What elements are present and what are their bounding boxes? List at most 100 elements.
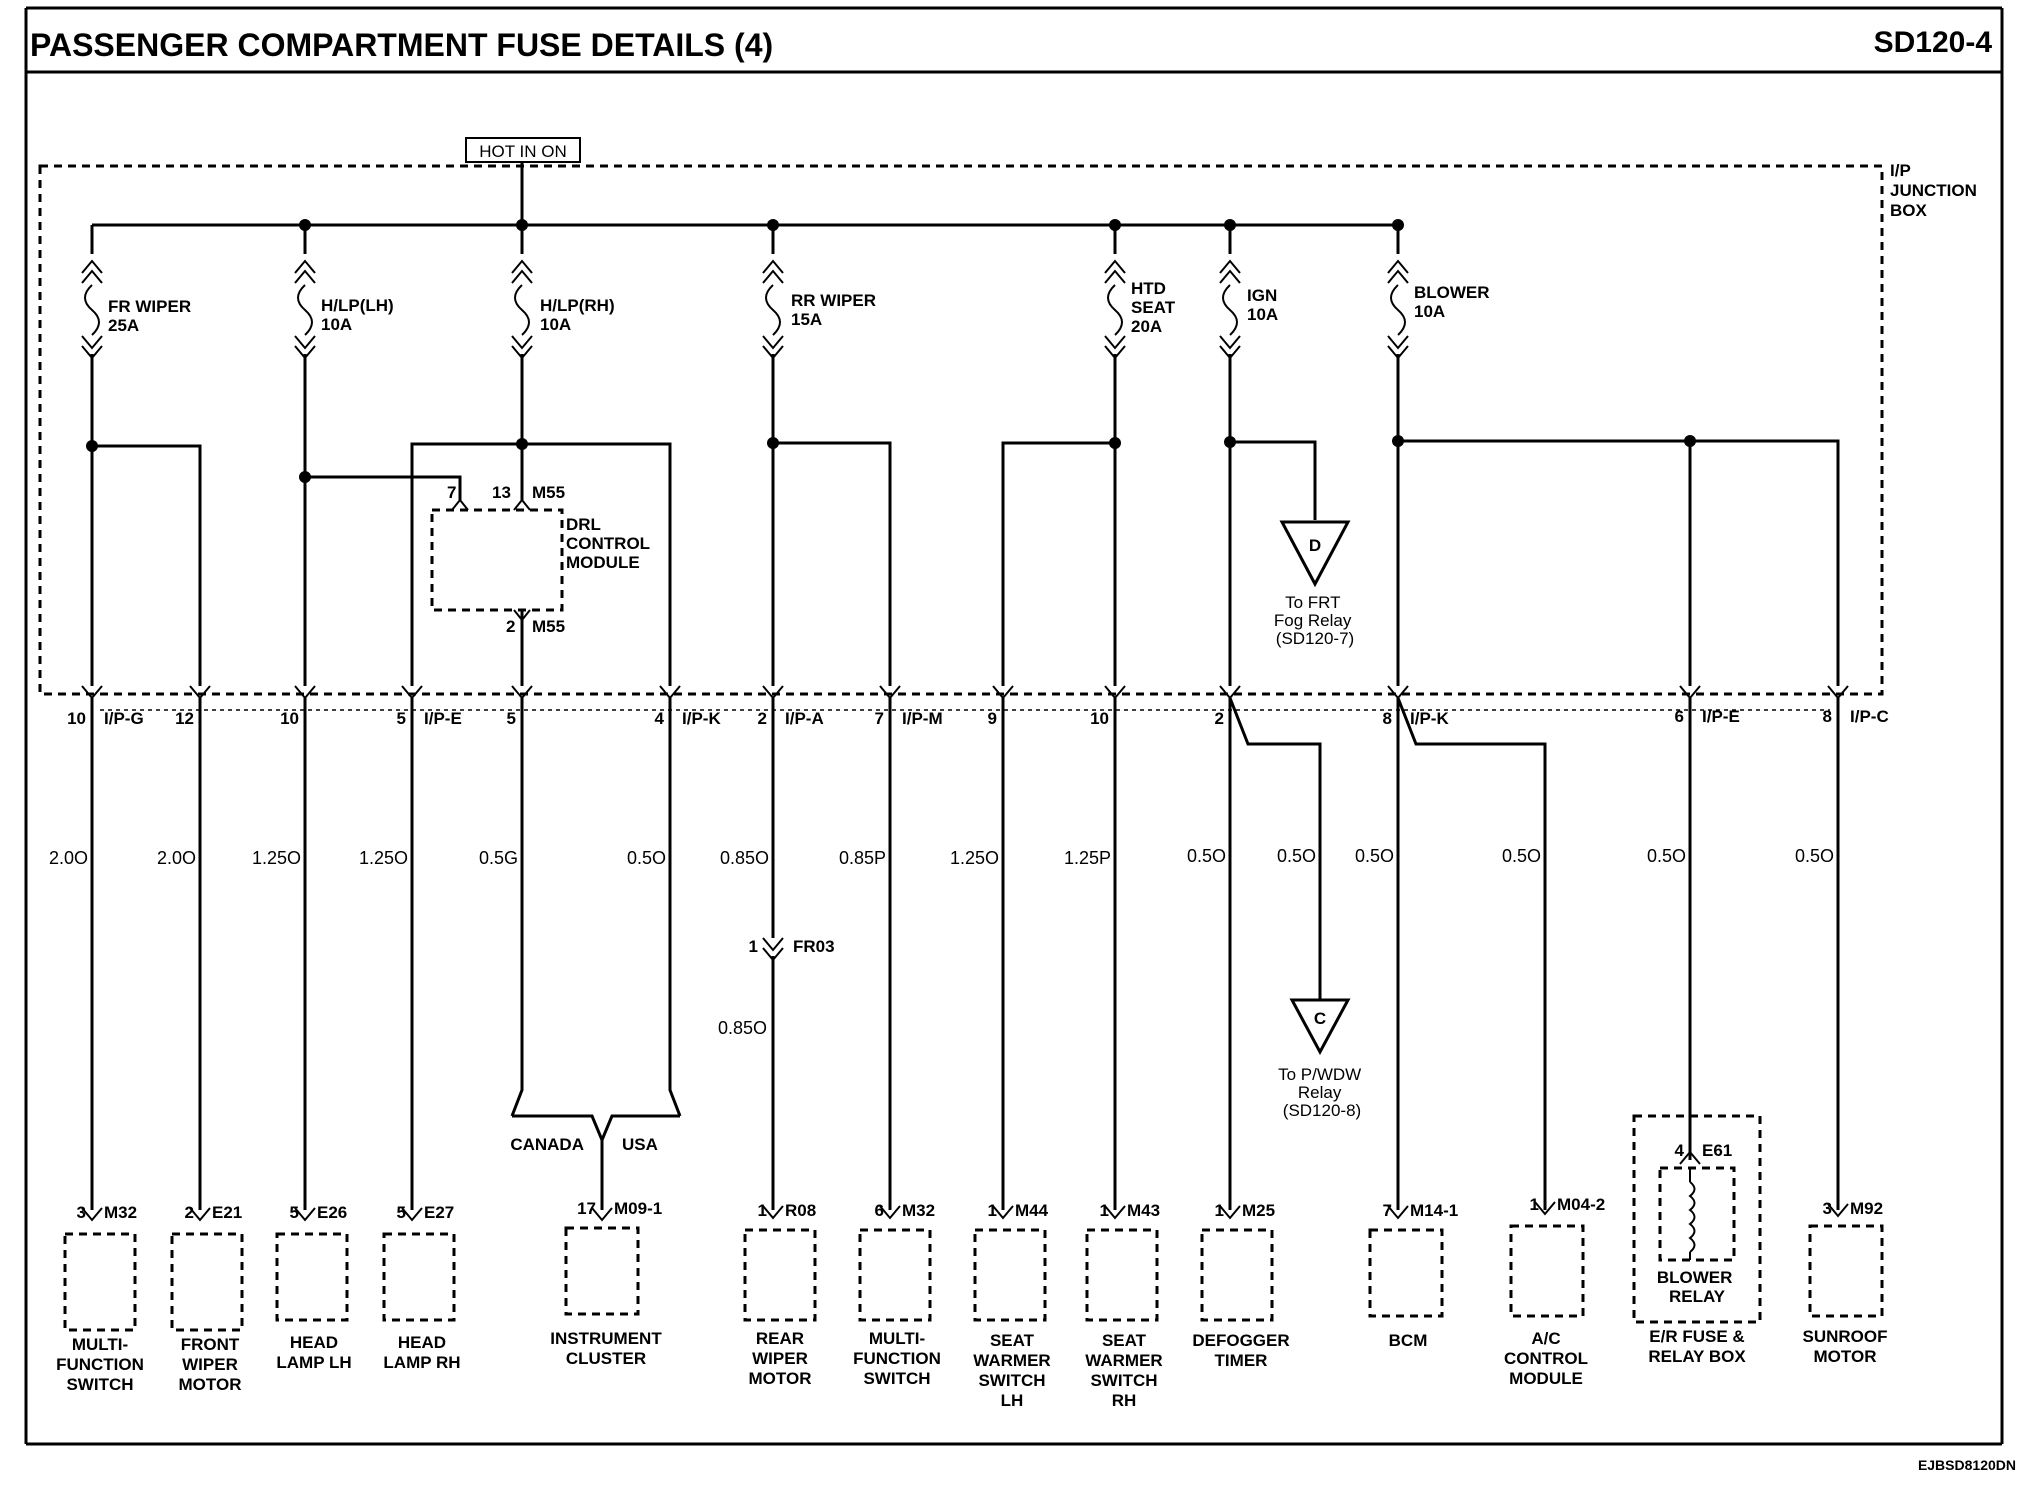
junction-dots <box>86 219 1696 483</box>
fuse-feeds <box>90 225 1400 686</box>
svg-text:I/P-E: I/P-E <box>424 709 462 728</box>
svg-text:1.25O: 1.25O <box>950 848 999 868</box>
svg-text:M44: M44 <box>1015 1201 1049 1220</box>
svg-text:0.5O: 0.5O <box>1187 846 1226 866</box>
svg-text:9: 9 <box>988 709 997 728</box>
fuse-ign <box>1219 259 1241 360</box>
svg-text:0.85O: 0.85O <box>720 848 769 868</box>
svg-text:7: 7 <box>447 483 456 502</box>
svg-text:I/P-A: I/P-A <box>785 709 824 728</box>
junction-box-outline <box>38 164 1884 696</box>
fuse-htd-seat <box>1104 259 1126 360</box>
svg-text:0.5O: 0.5O <box>1355 846 1394 866</box>
svg-text:6: 6 <box>1675 707 1684 726</box>
svg-text:8: 8 <box>1383 709 1392 728</box>
header: PASSENGER COMPARTMENT FUSE DETAILS (4) S… <box>24 6 2004 1446</box>
page-code: SD120-4 <box>1874 26 1993 59</box>
svg-text:8: 8 <box>1823 707 1832 726</box>
svg-text:M43: M43 <box>1127 1201 1160 1220</box>
svg-text:1: 1 <box>749 937 758 956</box>
fuse-hlp-lh <box>294 259 316 360</box>
cluster-split-usa: USA <box>622 1135 658 1154</box>
svg-text:0.5O: 0.5O <box>627 848 666 868</box>
wire-size-labels: 2.0O 2.0O 1.25O 1.25O 0.5G 0.5O 0.85O 0.… <box>49 846 1834 868</box>
page-title: PASSENGER COMPARTMENT FUSE DETAILS (4) <box>30 27 773 63</box>
drl-control-module: 7 13 M55 2 M55 DRL CONTROL MODULE <box>430 483 654 686</box>
svg-text:2: 2 <box>1215 709 1224 728</box>
svg-text:5: 5 <box>290 1203 299 1222</box>
svg-text:M09-1: M09-1 <box>614 1199 662 1218</box>
svg-text:5: 5 <box>507 709 516 728</box>
svg-text:0.5O: 0.5O <box>1795 846 1834 866</box>
svg-text:1: 1 <box>1215 1201 1224 1220</box>
svg-text:10: 10 <box>280 709 299 728</box>
svg-text:BCM: BCM <box>1389 1331 1428 1350</box>
svg-text:0.85O: 0.85O <box>718 1018 767 1038</box>
svg-text:5: 5 <box>397 709 406 728</box>
fuse-label-hlp-rh: H/LP(RH)10A <box>540 296 615 334</box>
offpage-connector-c: C To P/WDW Relay (SD120-8) <box>1278 998 1361 1120</box>
svg-text:D: D <box>1309 536 1321 555</box>
svg-text:3: 3 <box>1823 1199 1832 1218</box>
svg-text:12: 12 <box>175 709 194 728</box>
fuse-hlp-rh <box>511 259 533 360</box>
junction-box-label: I/P JUNCTION BOX <box>1890 161 1982 220</box>
svg-text:4: 4 <box>1675 1141 1685 1160</box>
svg-text:E27: E27 <box>424 1203 454 1222</box>
svg-text:1.25P: 1.25P <box>1064 848 1111 868</box>
svg-text:1: 1 <box>758 1201 767 1220</box>
drl-module-label: DRL CONTROL MODULE <box>566 515 654 572</box>
svg-text:M32: M32 <box>902 1201 935 1220</box>
svg-text:2: 2 <box>185 1203 194 1222</box>
svg-text:7: 7 <box>875 709 884 728</box>
svg-text:I/P-K: I/P-K <box>682 709 721 728</box>
svg-text:R08: R08 <box>785 1201 816 1220</box>
svg-text:0.5O: 0.5O <box>1277 846 1316 866</box>
svg-text:I/P-C: I/P-C <box>1850 707 1889 726</box>
svg-text:0.85P: 0.85P <box>839 848 886 868</box>
svg-text:I/P-M: I/P-M <box>902 709 943 728</box>
svg-text:E26: E26 <box>317 1203 347 1222</box>
blower-relay-label: BLOWER RELAY <box>1657 1268 1737 1306</box>
svg-text:1: 1 <box>988 1201 997 1220</box>
svg-text:5: 5 <box>397 1203 406 1222</box>
blower-relay-coil <box>1688 1168 1696 1260</box>
svg-text:E61: E61 <box>1702 1141 1732 1160</box>
junction-branches <box>92 439 1840 686</box>
fuse-blower <box>1387 259 1409 360</box>
svg-text:17: 17 <box>577 1199 596 1218</box>
svg-text:2.0O: 2.0O <box>49 848 88 868</box>
output-wires <box>90 697 1840 1210</box>
svg-text:0.5G: 0.5G <box>479 848 518 868</box>
svg-text:1: 1 <box>1100 1201 1109 1220</box>
svg-text:M04-2: M04-2 <box>1557 1195 1605 1214</box>
jb-connector-symbols <box>81 685 1849 700</box>
svg-text:13: 13 <box>492 483 511 502</box>
svg-text:0.5O: 0.5O <box>1502 846 1541 866</box>
svg-text:M32: M32 <box>104 1203 137 1222</box>
fuse-rr-wiper <box>762 259 784 360</box>
svg-text:2: 2 <box>506 617 515 636</box>
svg-text:M14-1: M14-1 <box>1410 1201 1458 1220</box>
svg-text:E/R FUSE &RELAY BOX: E/R FUSE &RELAY BOX <box>1648 1327 1746 1366</box>
svg-text:3: 3 <box>77 1203 86 1222</box>
svg-text:I/P-G: I/P-G <box>104 709 144 728</box>
svg-text:M55: M55 <box>532 483 565 502</box>
svg-text:E21: E21 <box>212 1203 242 1222</box>
svg-text:1.25O: 1.25O <box>359 848 408 868</box>
svg-text:6: 6 <box>875 1201 884 1220</box>
